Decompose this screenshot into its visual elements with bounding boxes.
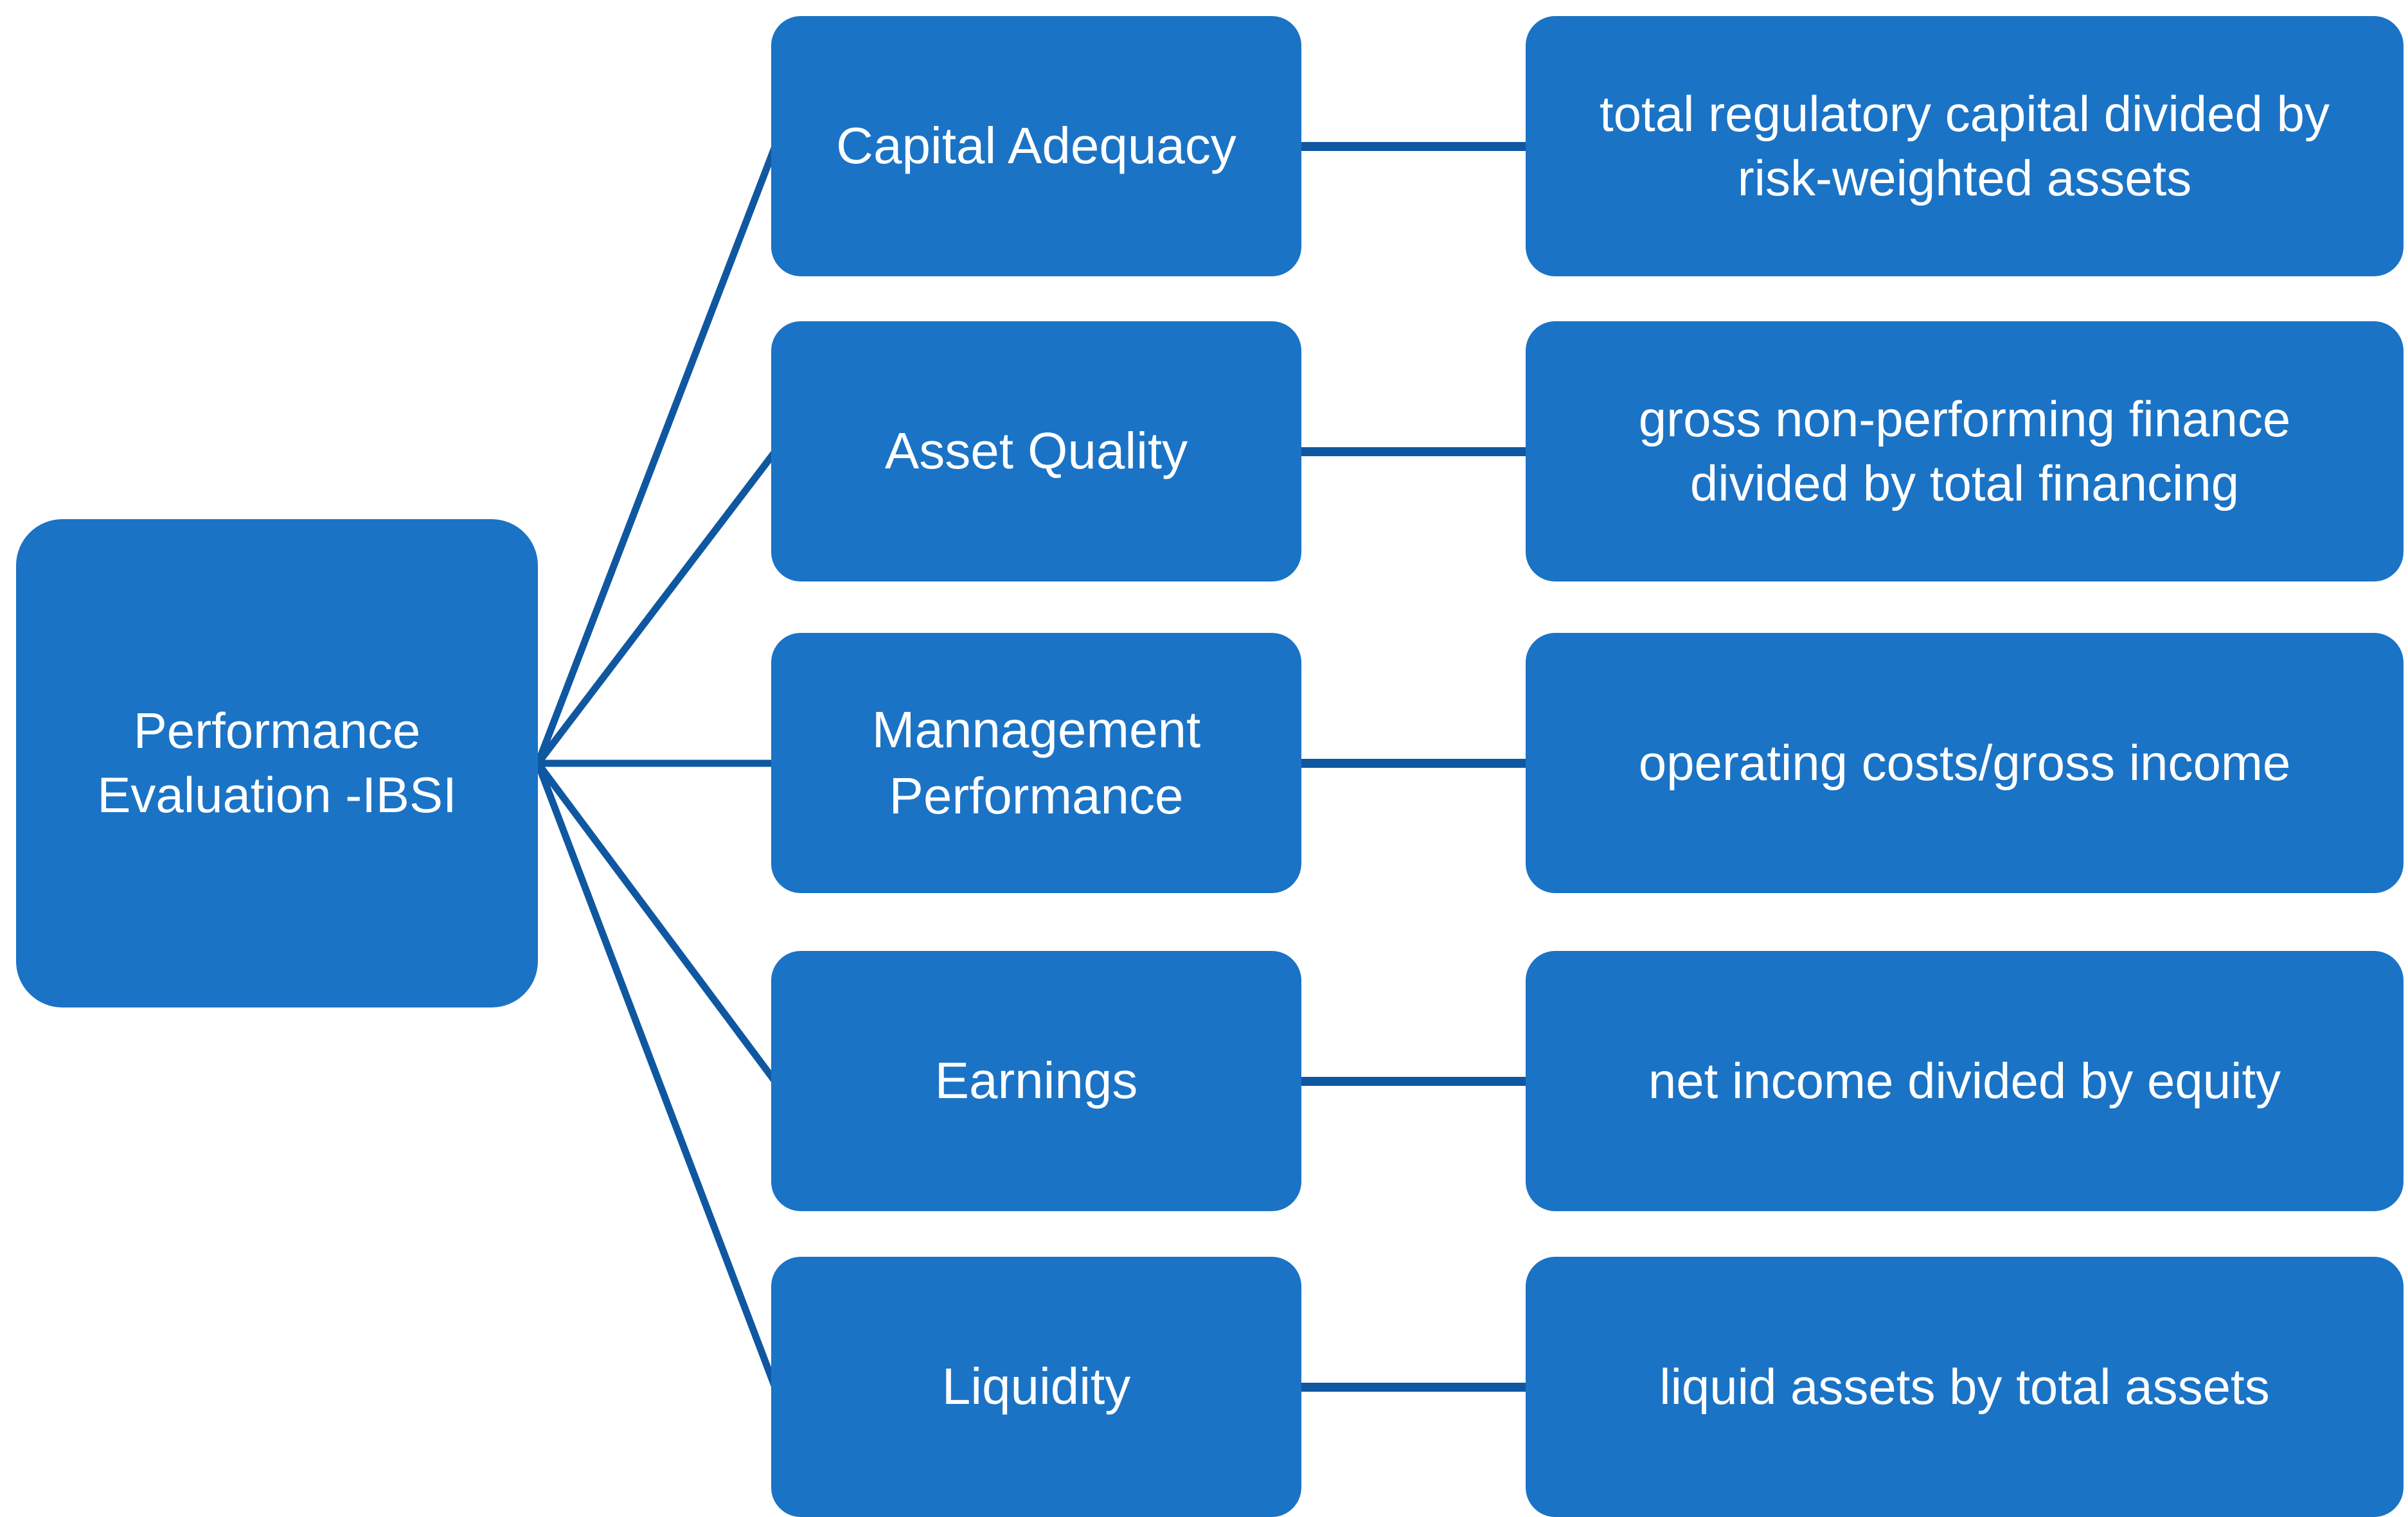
category-node-management-performance: Mannagement Performance <box>771 633 1301 893</box>
description-node-earnings: net income divided by equity <box>1526 951 2404 1211</box>
description-node-capital-adequacy: total regulatory capital divided by risk… <box>1526 16 2404 276</box>
category-node-liquidity: Liquidity <box>771 1257 1301 1517</box>
fan-line-liquidity <box>534 762 779 1388</box>
description-node-liquidity: liquid assets by total assets <box>1526 1257 2404 1517</box>
category-node-earnings: Earnings <box>771 951 1301 1211</box>
fan-line-earnings <box>535 761 778 1084</box>
category-node-capital-adequacy: Capital Adequacy <box>771 16 1301 276</box>
category-node-asset-quality: Asset Quality <box>771 321 1301 581</box>
description-node-asset-quality: gross non-performing finance divided by … <box>1526 321 2404 581</box>
description-node-management-performance: operating costs/gross income <box>1526 633 2404 893</box>
fan-line-asset-quality <box>535 449 778 766</box>
root-node: Performance Evaluation -IBSI <box>16 519 538 1007</box>
fan-line-capital-adequacy <box>534 145 779 765</box>
